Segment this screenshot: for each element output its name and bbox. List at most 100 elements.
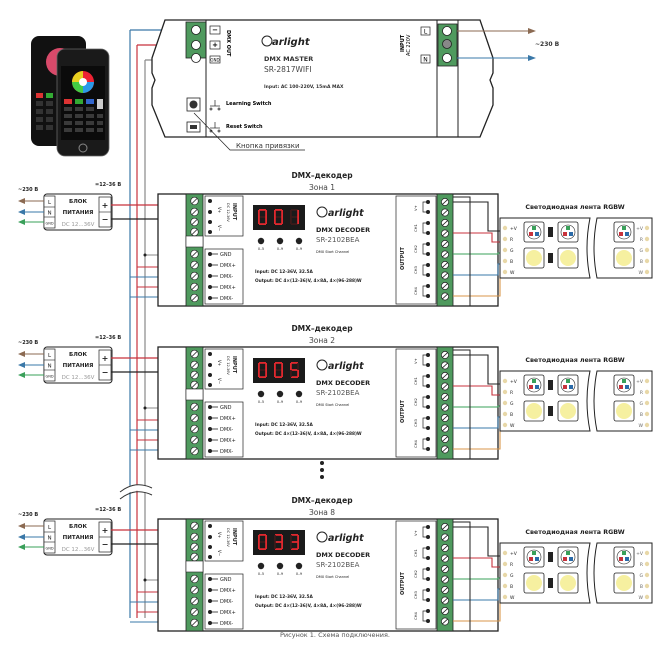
ps-pin-l: L xyxy=(48,353,52,359)
strip-pad xyxy=(502,247,508,253)
seven-segment-d xyxy=(259,223,266,225)
output-pin-label: CH1 xyxy=(413,223,418,232)
learning-switch-button[interactable] xyxy=(186,97,201,112)
ps-spec: DC 12...36V xyxy=(62,222,95,228)
arrow-icon xyxy=(18,351,25,357)
strip-wire xyxy=(453,588,500,601)
dmx-pin-label: GND xyxy=(220,577,232,583)
arrow-icon xyxy=(18,372,25,378)
output-pin-label: CH2 xyxy=(413,397,418,406)
seven-segment-b xyxy=(297,363,299,370)
ps-spec: DC 12...36V xyxy=(62,375,95,381)
zone-label: Зона 2 xyxy=(309,336,335,345)
strip-pin-label: G xyxy=(510,401,514,407)
output-pin-label: V+ xyxy=(413,205,418,211)
strip-pad xyxy=(644,594,650,600)
strip-pin-label: W xyxy=(510,423,515,429)
seven-segment-e xyxy=(258,217,260,224)
pin-dot xyxy=(208,199,212,203)
strip-pad xyxy=(644,389,650,395)
address-knob-button[interactable] xyxy=(295,562,303,570)
strip-pin-label: +V xyxy=(636,379,644,385)
strip-pad xyxy=(502,269,508,275)
pin-dot xyxy=(208,352,212,356)
arlight-logo-icon xyxy=(261,35,273,47)
arlight-logo: arlight xyxy=(328,208,364,219)
decoder-output-terminal xyxy=(436,518,454,632)
strip-pin-label: G xyxy=(640,401,644,407)
seven-segment-b xyxy=(265,363,267,370)
ps-pin-gnd: GND xyxy=(45,222,53,226)
knob-label: 0–9 xyxy=(296,400,302,404)
decoder-input-sub: DC 12-36V xyxy=(226,528,230,547)
seven-segment-e xyxy=(274,542,276,549)
resistor xyxy=(548,406,553,416)
output-pin-label: CH2 xyxy=(413,569,418,578)
dmx-pin-label: DMX+ xyxy=(220,438,236,444)
arrow-icon xyxy=(18,534,25,540)
address-knob-button[interactable] xyxy=(276,390,284,398)
address-knob-button[interactable] xyxy=(257,390,265,398)
seven-segment-f xyxy=(274,210,276,217)
output-pin-label: CH3 xyxy=(413,418,418,427)
strip-pad xyxy=(644,561,650,567)
seven-segment-a xyxy=(291,534,298,536)
ps-plus: + xyxy=(102,201,109,210)
input-label-box xyxy=(204,348,244,390)
strip-wire xyxy=(453,428,501,450)
strip-pad xyxy=(644,572,650,578)
address-knob-button[interactable] xyxy=(295,237,303,245)
strip-pin-label: W xyxy=(510,270,515,276)
address-knob-button[interactable] xyxy=(295,390,303,398)
strip-pad xyxy=(644,422,650,428)
return-wire xyxy=(453,349,471,459)
seven-segment-e xyxy=(258,370,260,377)
seven-segment-f xyxy=(258,210,260,217)
seven-segment-d xyxy=(275,376,282,378)
seven-segment-d xyxy=(259,376,266,378)
address-knob-button[interactable] xyxy=(276,562,284,570)
strip-pin-label: B xyxy=(510,259,513,265)
strip-pad xyxy=(502,400,508,406)
strip-pin-label: +V xyxy=(636,551,644,557)
dmx-pin-label: GND xyxy=(220,252,232,258)
strip-pad xyxy=(502,389,508,395)
strip-pin-label: +V xyxy=(636,226,644,232)
strip-pin-label: +V xyxy=(510,226,518,232)
address-knob-button[interactable] xyxy=(257,562,265,570)
zone-label: Зона 1 xyxy=(309,183,335,192)
seven-segment-g xyxy=(259,216,266,218)
master-input-sub: AC 220V xyxy=(406,34,412,56)
decoder-header: DMX–декодер xyxy=(291,171,353,180)
ps-pin-gnd: GND xyxy=(45,547,53,551)
decoder-model: SR-2102BEA xyxy=(316,389,360,397)
strip-pin-label: R xyxy=(640,562,643,568)
address-knob-button[interactable] xyxy=(257,237,265,245)
seven-segment-d xyxy=(275,223,282,225)
return-wire xyxy=(453,196,471,306)
output-pin-label: CH1 xyxy=(413,548,418,557)
ps-plus: + xyxy=(102,526,109,535)
master-input-label: INPUT xyxy=(400,34,406,52)
ps-spec: DC 12...36V xyxy=(62,547,95,553)
arlight-logo: arlight xyxy=(272,37,311,48)
seven-segment-c xyxy=(297,542,299,549)
reset-switch-button[interactable] xyxy=(186,121,201,133)
address-knob-button[interactable] xyxy=(276,237,284,245)
master-pin-n: N xyxy=(423,57,428,64)
dmx-out-pin-minus: − xyxy=(212,26,218,34)
strip-pad xyxy=(644,225,650,231)
switch-symbol-icon xyxy=(209,100,221,133)
input-pin-vplus: V+ xyxy=(217,532,222,538)
strip-pad xyxy=(644,236,650,242)
decoder-output-label: OUTPUT xyxy=(400,247,406,270)
ps-pin-l: L xyxy=(48,200,52,206)
seven-segment-c xyxy=(265,217,267,224)
seven-segment-c xyxy=(297,217,299,224)
strip-pad xyxy=(502,561,508,567)
decoder-title: DMX DECODER xyxy=(316,551,370,559)
ps-title-2: ПИТАНИЯ xyxy=(63,363,94,369)
